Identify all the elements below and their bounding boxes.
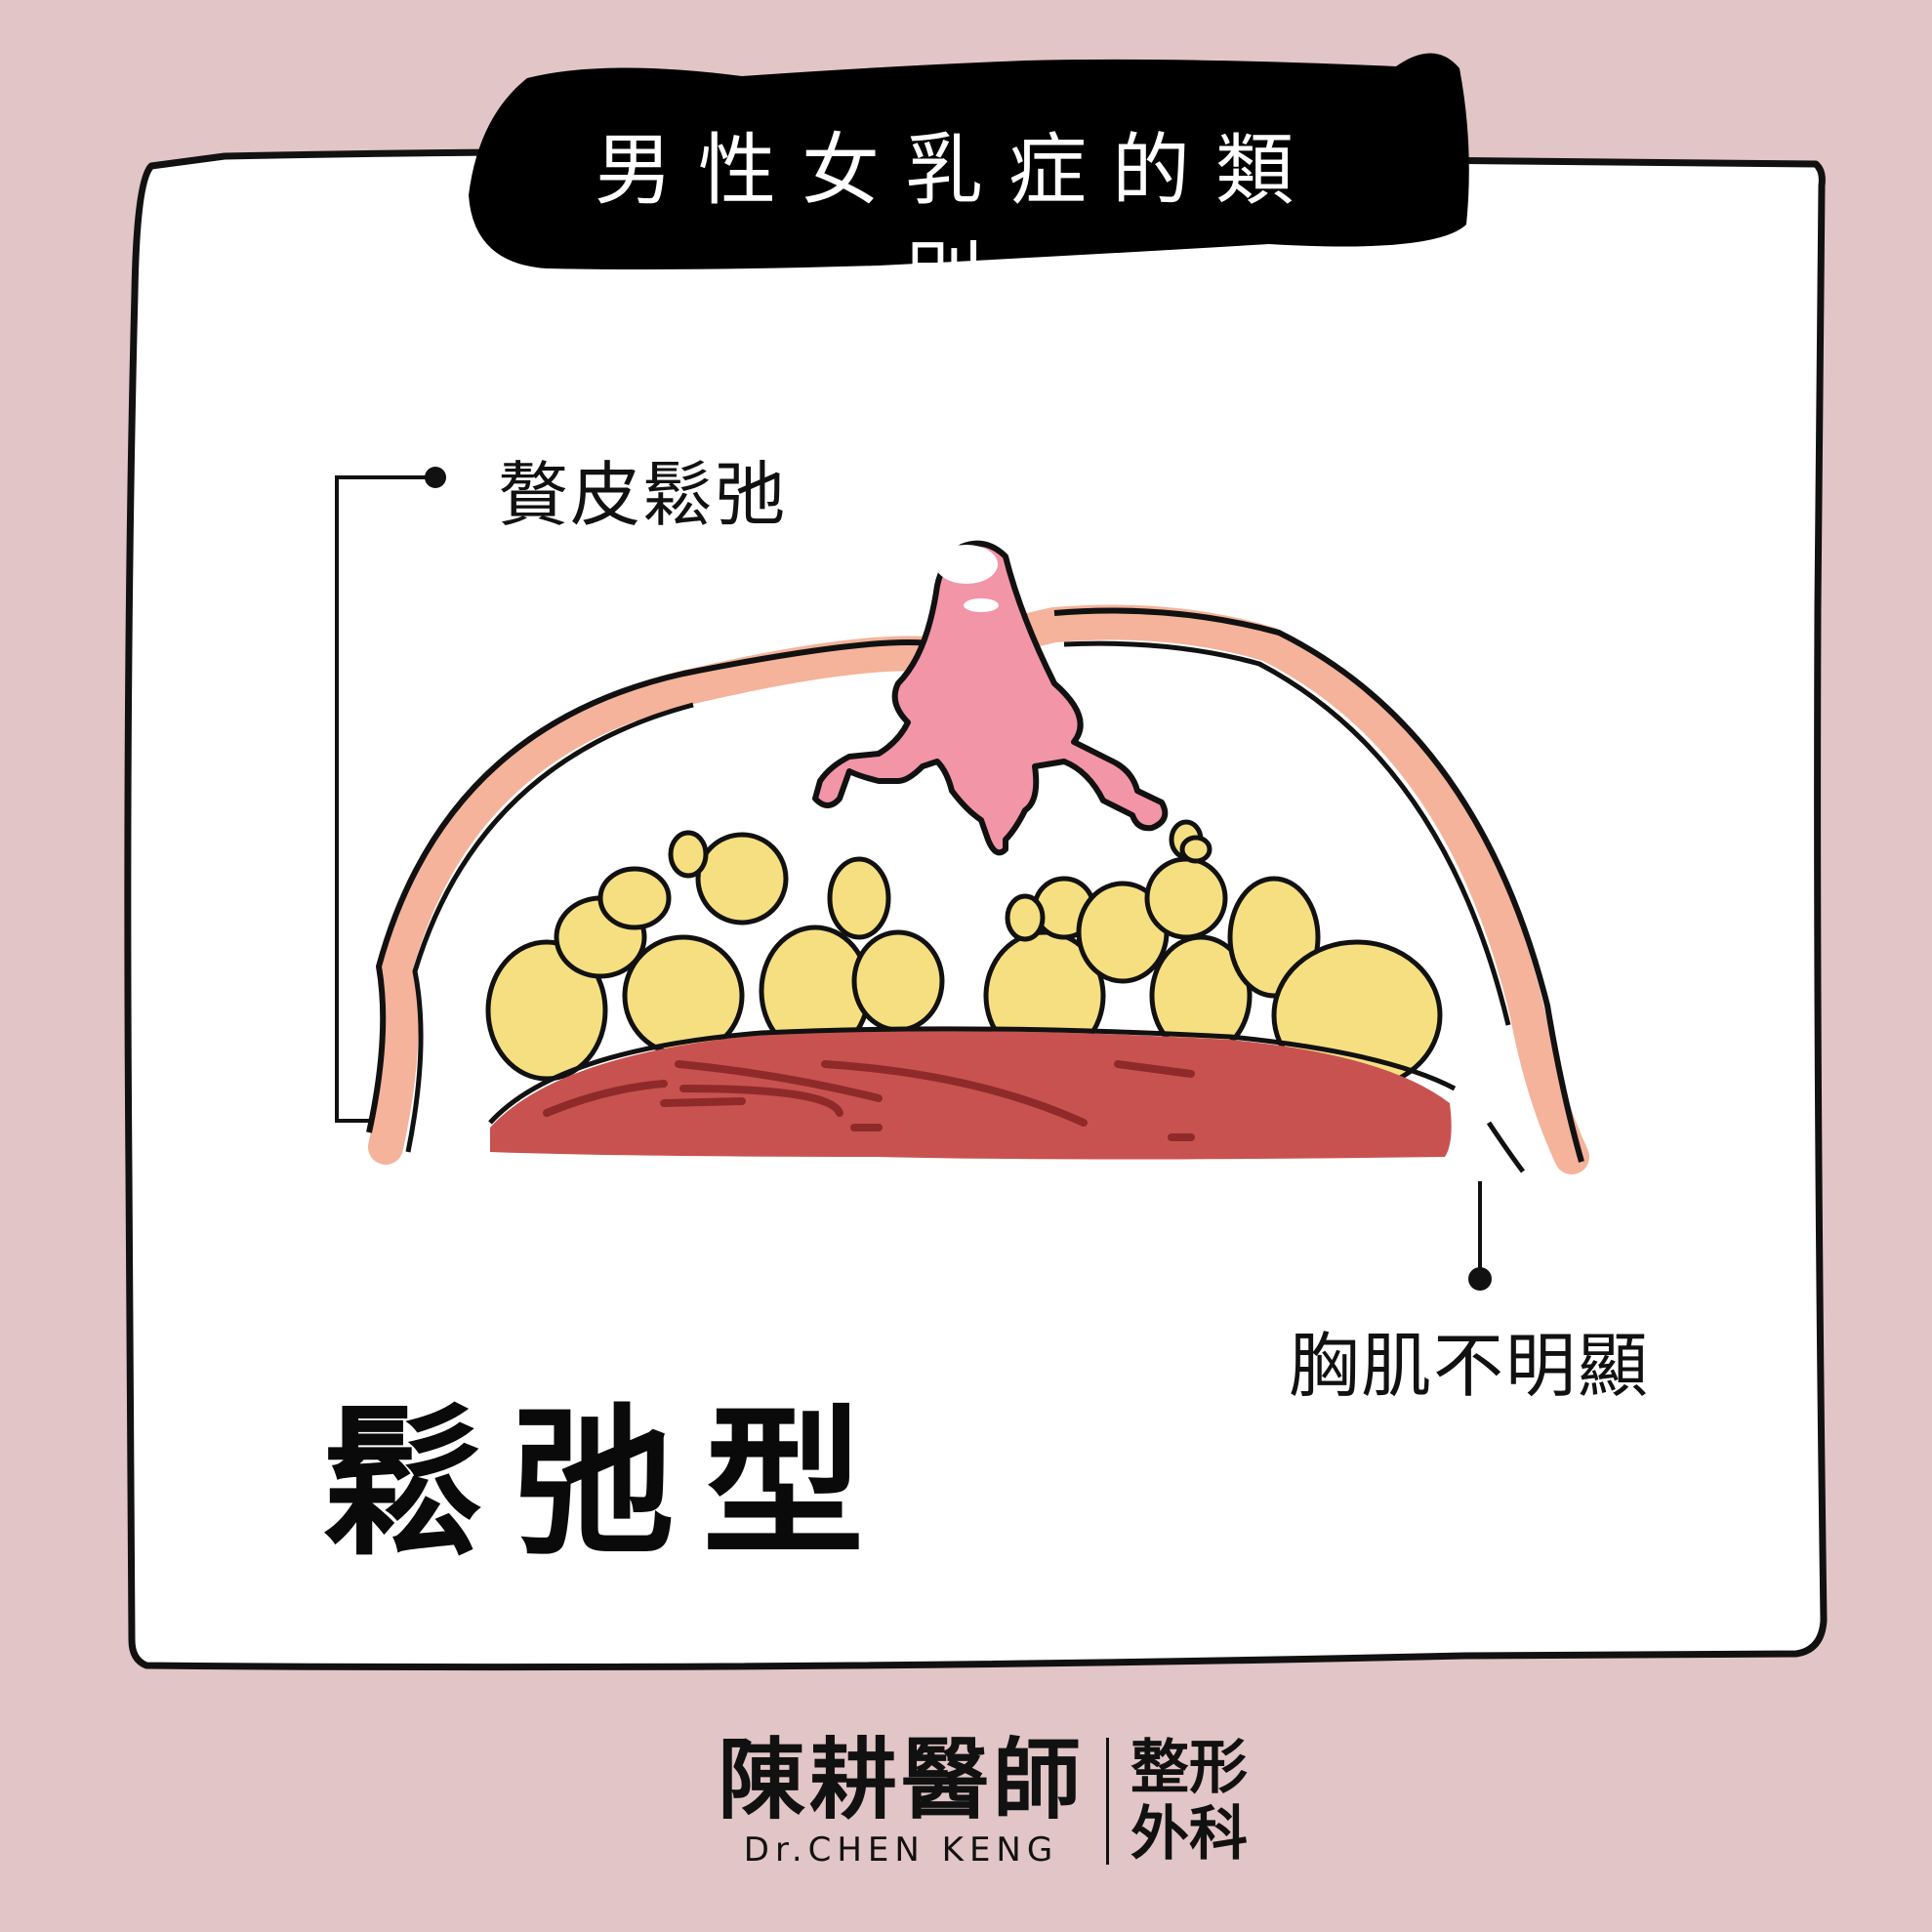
doctor-name: 陳耕醫師 (718, 1728, 1085, 1831)
leader-line-bottom (1468, 1181, 1492, 1291)
muscle-layer (488, 1026, 1457, 1160)
department-line2: 外科 (1130, 1800, 1248, 1869)
department-line1: 整形 (1130, 1734, 1248, 1802)
footer-divider (1106, 1738, 1109, 1865)
nipple-gland (812, 540, 1169, 856)
label-pectoral-muscle: 胸肌不明顯 (1289, 1325, 1651, 1407)
doctor-name-en: Dr.CHEN KENG (743, 1830, 1059, 1870)
highlight-icon (935, 545, 998, 584)
title-banner (469, 53, 1469, 269)
page-title: 男性女乳症的類別 (595, 125, 1319, 323)
footer-name-block: 陳耕醫師 Dr.CHEN KENG (718, 1731, 1085, 1871)
type-heading: 鬆弛型 (322, 1390, 893, 1578)
department: 整形 外科 (1130, 1735, 1257, 1868)
footer-brand: 陳耕醫師 Dr.CHEN KENG 整形 外科 (718, 1728, 1257, 1874)
dot-icon (425, 467, 446, 488)
dot-icon (1468, 1267, 1492, 1291)
label-loose-skin: 贅皮鬆弛 (498, 454, 788, 536)
